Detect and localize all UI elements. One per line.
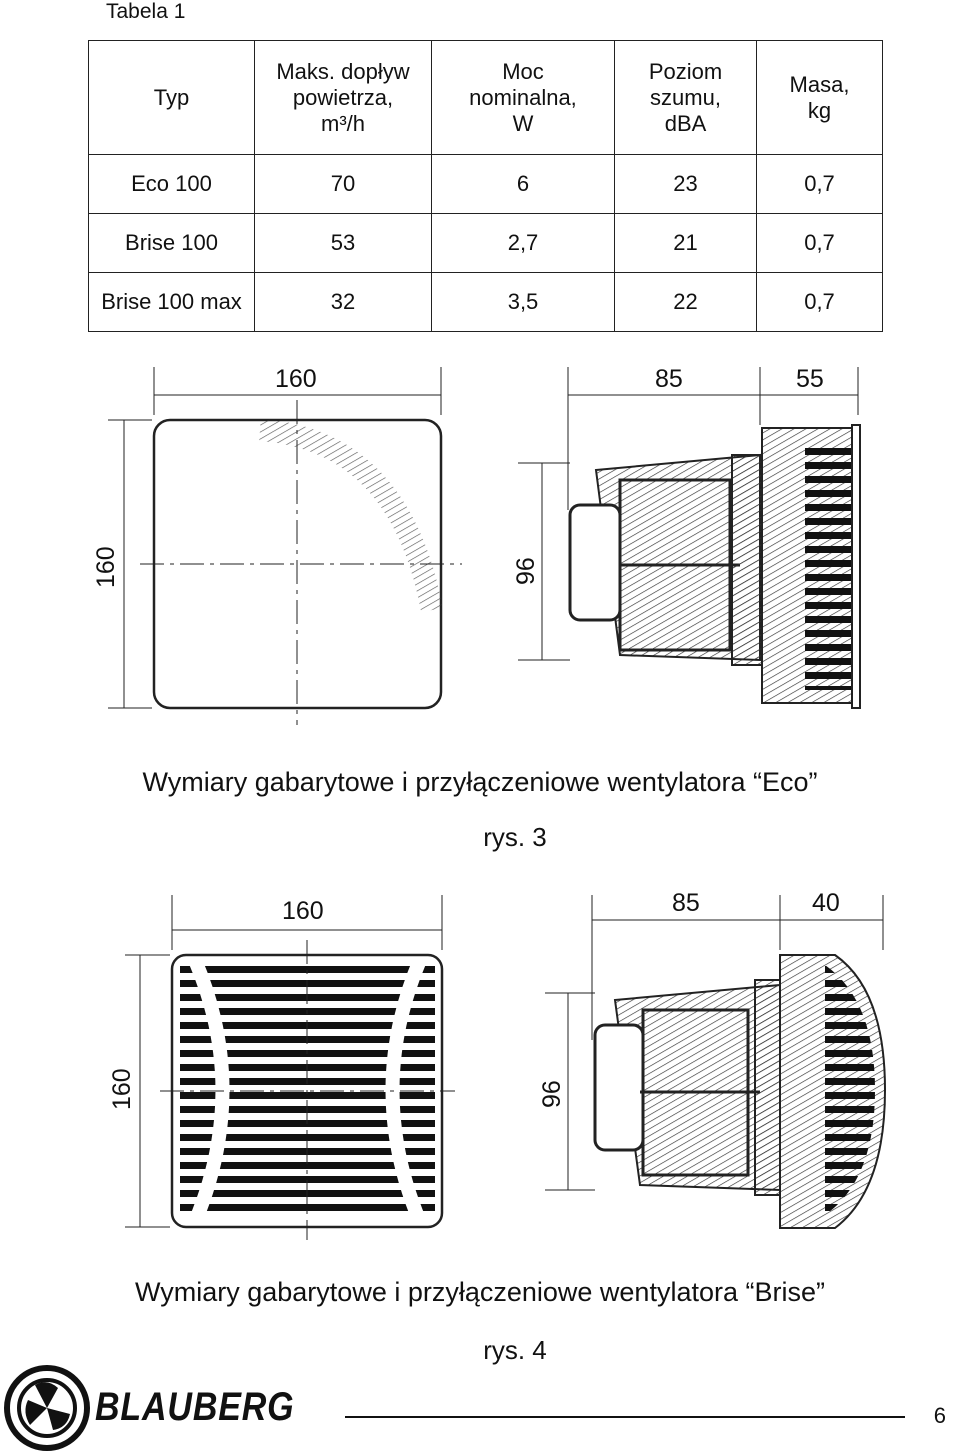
cell-power: 2,7 <box>431 213 615 273</box>
figure3-label: rys. 3 <box>483 822 547 852</box>
cell-noise: 21 <box>614 213 757 273</box>
cell-airflow: 53 <box>254 213 432 273</box>
brise-side-depth-b-label: 40 <box>812 889 840 917</box>
eco-front-height-label: 160 <box>92 546 120 588</box>
table-row: Brise 100 max 32 3,5 22 0,7 <box>88 272 883 332</box>
cell-airflow: 32 <box>254 272 432 332</box>
brand-wordmark: BLAUBERG <box>95 1385 295 1429</box>
eco-side-view <box>518 367 861 709</box>
brise-front-width-label: 160 <box>282 897 324 925</box>
cell-noise: 23 <box>614 154 757 214</box>
cell-power: 3,5 <box>431 272 615 332</box>
brise-side-depth-a-label: 85 <box>672 889 700 917</box>
eco-side-depth-b-label: 55 <box>796 365 824 393</box>
brise-front-height-label: 160 <box>108 1068 136 1110</box>
brise-side-view <box>545 895 887 1229</box>
cell-mass: 0,7 <box>756 272 883 332</box>
cell-power: 6 <box>431 154 615 214</box>
cell-type: Brise 100 max <box>88 272 255 332</box>
blauberg-logo <box>4 1365 90 1451</box>
page-number: 6 <box>933 1403 946 1428</box>
brise-front-view <box>125 895 455 1240</box>
cell-mass: 0,7 <box>756 154 883 214</box>
eco-front-view <box>108 367 462 725</box>
figure3-caption: Wymiary gabarytowe i przyłączeniowe went… <box>142 767 818 797</box>
table-caption: Tabela 1 <box>106 0 186 23</box>
eco-side-depth-a-label: 85 <box>655 365 683 393</box>
brise-side-height-label: 96 <box>538 1080 566 1108</box>
eco-front-width-label: 160 <box>275 365 317 393</box>
cell-mass: 0,7 <box>756 213 883 273</box>
figure4-caption: Wymiary gabarytowe i przyłączeniowe went… <box>135 1277 825 1307</box>
cell-type: Brise 100 <box>88 213 255 273</box>
cell-noise: 22 <box>614 272 757 332</box>
table-row: Brise 100 53 2,7 21 0,7 <box>88 213 883 273</box>
eco-side-height-label: 96 <box>512 557 540 585</box>
table-row: Eco 100 70 6 23 0,7 <box>88 154 883 214</box>
header-type: Typ <box>88 40 255 155</box>
header-mass: Masa,kg <box>756 40 883 155</box>
figure4-label: rys. 4 <box>483 1335 547 1365</box>
cell-type: Eco 100 <box>88 154 255 214</box>
